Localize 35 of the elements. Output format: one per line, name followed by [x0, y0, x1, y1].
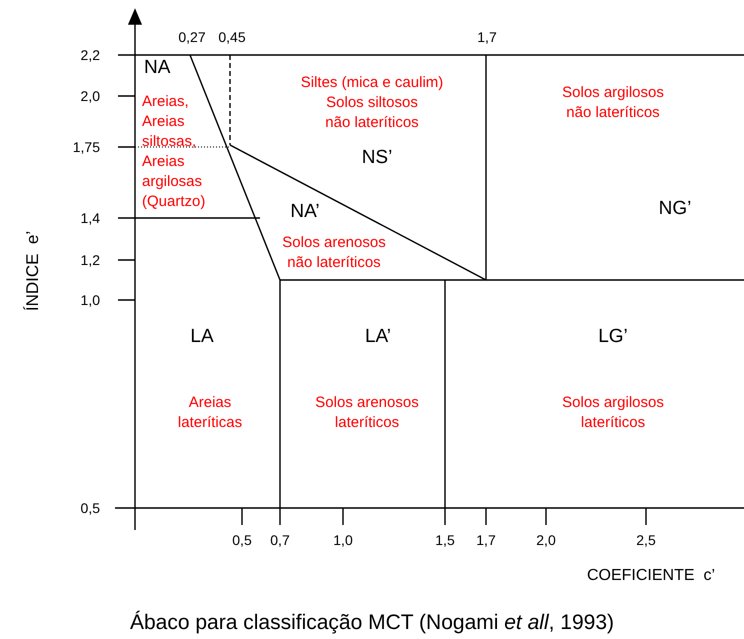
- soil-description: Solos arenosos lateríticos: [314, 393, 420, 433]
- soil-description: Areias, Areias siltosas, Areias argilosas (Quartzo): [142, 92, 206, 212]
- zone-code: NS’: [360, 147, 394, 169]
- tick-label: 1,5: [434, 531, 456, 549]
- tick-label: 1,2: [80, 251, 100, 269]
- zone-code: NA: [144, 57, 172, 79]
- tick-label: 0,5: [80, 499, 100, 517]
- zone-code: LA’: [364, 326, 392, 348]
- soil-description: Solos arenosos não lateríticos: [281, 233, 387, 273]
- tick-label: 1,7: [476, 28, 498, 46]
- zone-code: NG’: [658, 198, 692, 220]
- tick-label: 2,0: [80, 87, 100, 105]
- tick-label: 1,7: [475, 531, 497, 549]
- tick-label: 1,4: [80, 209, 100, 227]
- tick-label: 0,5: [231, 531, 253, 549]
- tick-label: 0,7: [269, 531, 291, 549]
- tick-label: 2,5: [635, 531, 657, 549]
- tick-label: 1,0: [80, 291, 100, 309]
- tick-label: 0,27: [177, 28, 207, 46]
- soil-description: Solos siltosos não lateríticos: [324, 93, 420, 133]
- soil-description: Areias lateríticas: [176, 393, 244, 433]
- tick-label: 0,45: [217, 28, 247, 46]
- zone-code: LA: [189, 326, 215, 348]
- soil-description: Solos argilosos não lateríticos: [561, 83, 665, 123]
- tick-label: 1,0: [332, 531, 354, 549]
- zone-code: LG’: [597, 326, 629, 348]
- soil-description: Siltes (mica e caulim): [300, 73, 444, 93]
- axis-title: COEFICIENTE c’: [586, 567, 715, 585]
- tick-label: 2,0: [535, 531, 557, 549]
- axis-title: ÍNDICE e’: [24, 230, 42, 314]
- tick-label: 2,2: [80, 46, 100, 64]
- soil-description: Solos argilosos lateríticos: [561, 393, 665, 433]
- zone-code: NA’: [289, 201, 321, 223]
- caption: Ábaco para classificação MCT (Nogami et all, 1993): [128, 611, 615, 635]
- tick-label: 1,75: [72, 138, 100, 156]
